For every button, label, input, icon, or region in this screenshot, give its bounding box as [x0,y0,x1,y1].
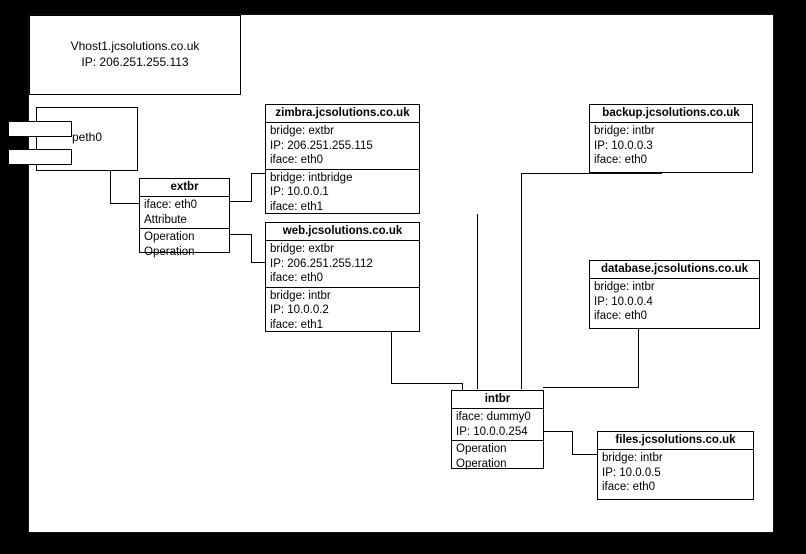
bridge-extbr-title: extbr [170,181,199,193]
server-web-compartment-1: bridge: extbr IP: 206.251.255.112 iface:… [266,241,419,287]
server-zimbra-compartment-2: bridge: intbridge IP: 10.0.0.1 iface: et… [266,170,419,216]
divider [266,122,419,123]
attr: bridge: intbr [594,125,655,137]
server-web-title: web.jcsolutions.co.uk [282,225,403,237]
link-zimbra-intbr-seg-down [477,214,478,389]
attr: bridge: intbr [594,281,655,293]
attr: iface: eth0 [270,154,324,166]
link-peth0-extbr-seg-right [110,203,140,204]
attr: iface: eth0 [144,199,198,211]
server-files-title: files.jcsolutions.co.uk [615,434,736,446]
component-peth0-tab-top [8,121,72,137]
attr: IP: 10.0.0.4 [594,295,653,308]
server-database[interactable]: database.jcsolutions.co.uk bridge: intbr… [589,260,760,329]
server-database-title: database.jcsolutions.co.uk [601,263,748,275]
attr: IP: 10.0.0.254 [456,425,528,438]
divider [452,440,543,441]
server-files[interactable]: files.jcsolutions.co.uk bridge: intbr IP… [597,431,754,500]
attr: bridge: extbr [270,243,334,255]
bridge-intbr-attributes: iface: dummy0 IP: 10.0.0.254 [452,409,543,440]
server-zimbra[interactable]: zimbra.jcsolutions.co.uk bridge: extbr I… [265,104,420,214]
server-database-compartment-1: bridge: intbr IP: 10.0.0.4 iface: eth0 [590,279,759,325]
link-database-intbr-seg-left [543,387,639,388]
attr: IP: 10.0.0.5 [602,466,661,479]
attr: Attribute [144,213,187,226]
attr: iface: eth0 [594,154,648,166]
server-files-compartment-1: bridge: intbr IP: 10.0.0.5 iface: eth0 [598,450,753,496]
attr: iface: eth1 [270,200,324,213]
attr: iface: eth0 [602,481,656,493]
link-web-intbr-seg-right [391,383,462,384]
component-peth0-tab-bottom [8,149,72,165]
attr: IP: 10.0.0.3 [594,139,653,152]
link-extbr-zimbra-seg-b [251,173,252,202]
attr: bridge: extbr [270,125,334,137]
attr: IP: 206.251.255.112 [270,257,373,270]
attr: bridge: intbr [602,452,663,464]
bridge-extbr-attributes: iface: eth0 Attribute [140,197,229,228]
bridge-extbr-operations: Operation Operation [140,229,229,260]
divider [590,278,759,279]
server-backup-title: backup.jcsolutions.co.uk [602,107,740,119]
server-zimbra-title: zimbra.jcsolutions.co.uk [275,107,410,119]
host-ip: IP: 206.251.255.113 [81,55,189,69]
divider [140,196,229,197]
attr: iface: eth1 [270,318,324,331]
link-web-intbr-seg-down2 [462,383,463,391]
operation: Operation [144,231,195,243]
link-backup-intbr-seg-left [521,173,662,174]
bridge-intbr-operations: Operation Operation [452,441,543,472]
link-web-intbr-seg-down1 [391,332,392,383]
operation: Operation [456,457,507,470]
attr: iface: eth0 [270,272,324,284]
link-extbr-zimbra-seg-c [251,173,265,174]
divider [140,228,229,229]
link-intbr-files-seg-a [543,431,572,432]
divider [598,449,753,450]
link-intbr-files-seg-b [572,431,573,454]
operation: Operation [456,443,507,455]
link-extbr-web-seg-b [251,234,252,263]
component-peth0-label: peth0 [71,130,103,144]
link-peth0-extbr-seg-down [110,171,111,203]
link-intbr-files-seg-c [572,454,599,455]
operation: Operation [144,245,195,258]
host-name: Vhost1.jcsolutions.co.uk [70,39,200,53]
divider [266,240,419,241]
server-web[interactable]: web.jcsolutions.co.uk bridge: extbr IP: … [265,222,420,332]
divider [266,286,419,288]
server-backup-compartment-1: bridge: intbr IP: 10.0.0.3 iface: eth0 [590,123,752,169]
bridge-intbr[interactable]: intbr iface: dummy0 IP: 10.0.0.254 Opera… [451,390,544,472]
divider [266,168,419,170]
attr: iface: dummy0 [456,411,531,423]
attr: IP: 10.0.0.1 [270,186,329,198]
attr: iface: eth0 [594,310,648,322]
link-backup-intbr-seg-down2 [521,173,522,389]
bridge-extbr[interactable]: extbr iface: eth0 Attribute Operation Op… [139,178,230,258]
attr: bridge: intbridge [270,171,353,184]
attr: IP: 206.251.255.115 [270,139,373,152]
link-extbr-web-seg-a [229,234,251,235]
divider [590,122,752,123]
link-extbr-zimbra-seg-a [229,201,251,202]
server-web-compartment-2: bridge: intbr IP: 10.0.0.2 iface: eth1 [266,288,419,334]
link-database-intbr-seg-down [638,329,639,387]
diagram-canvas: Vhost1.jcsolutions.co.uk IP: 206.251.255… [8,14,774,533]
host-box-vhost1[interactable]: Vhost1.jcsolutions.co.uk IP: 206.251.255… [29,15,241,95]
server-zimbra-compartment-1: bridge: extbr IP: 206.251.255.115 iface:… [266,123,419,169]
bridge-intbr-title: intbr [484,393,511,405]
divider [452,408,543,409]
attr: IP: 10.0.0.2 [270,304,329,316]
link-extbr-web-seg-c [251,262,265,263]
server-backup[interactable]: backup.jcsolutions.co.uk bridge: intbr I… [589,104,753,173]
attr: bridge: intbr [270,289,331,302]
